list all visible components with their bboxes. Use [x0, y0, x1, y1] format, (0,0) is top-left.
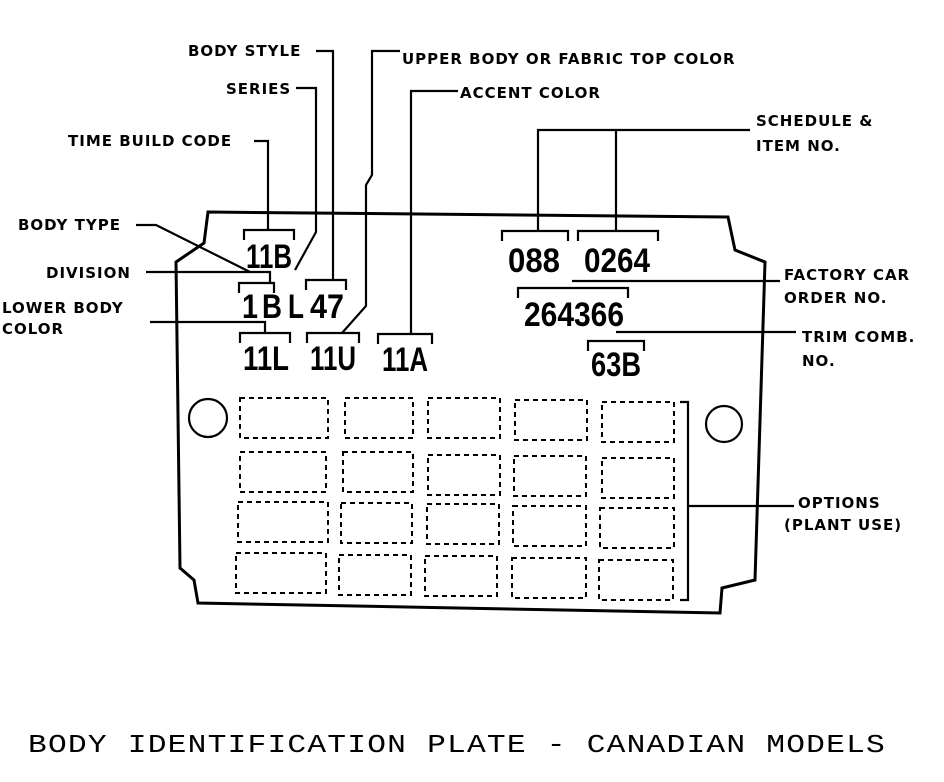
code-lower-body: 11L: [243, 340, 289, 378]
label-trim-comb-line1: TRIM COMB.: [802, 328, 915, 346]
label-options-line2: (PLANT USE): [784, 516, 902, 534]
label-body-style: BODY STYLE: [188, 42, 301, 60]
label-time-build-code: TIME BUILD CODE: [68, 132, 232, 150]
code-factory-order: 264366: [524, 296, 624, 334]
options-bracket: [680, 400, 690, 602]
code-body-type: 1: [242, 288, 258, 326]
label-schedule-line2: ITEM NO.: [756, 137, 841, 155]
right-mounting-hole: [704, 404, 744, 444]
label-options-line1: OPTIONS: [798, 494, 881, 512]
label-factory-order-line1: FACTORY CAR: [784, 266, 910, 284]
code-accent: 11A: [382, 341, 428, 379]
label-schedule-line1: SCHEDULE &: [756, 112, 873, 130]
label-factory-order-line2: ORDER NO.: [784, 289, 887, 307]
code-series: L: [288, 288, 304, 326]
diagram-caption: BODY IDENTIFICATION PLATE - CANADIAN MOD…: [28, 730, 886, 760]
options-grid: [235, 397, 675, 601]
label-trim-comb-line2: NO.: [802, 352, 836, 370]
code-schedule: 088: [508, 242, 560, 280]
code-body-style: 47: [310, 288, 344, 326]
label-series: SERIES: [226, 80, 291, 98]
code-division: B: [262, 288, 282, 326]
code-item: 0264: [584, 242, 650, 280]
plate-outline: [174, 210, 767, 615]
left-mounting-hole: [187, 397, 229, 439]
label-lower-body-line1: LOWER BODY: [2, 299, 124, 317]
label-lower-body-line2: COLOR: [2, 320, 64, 338]
label-accent-color: ACCENT COLOR: [460, 84, 601, 102]
code-time-build: 11B: [246, 238, 292, 276]
code-trim: 63B: [591, 346, 641, 384]
leader-lines: [136, 49, 796, 334]
label-upper-body-color: UPPER BODY OR FABRIC TOP COLOR: [402, 50, 736, 68]
code-upper-body: 11U: [310, 340, 356, 378]
label-division: DIVISION: [46, 264, 131, 282]
label-body-type: BODY TYPE: [18, 216, 121, 234]
